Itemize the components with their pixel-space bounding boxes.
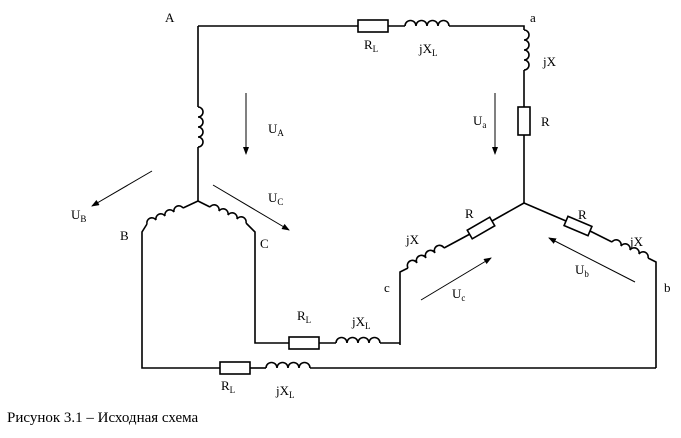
inductor-source-C xyxy=(209,204,247,224)
wire-load-b-2 xyxy=(589,230,613,243)
label-jXL-line-a: jXL xyxy=(418,41,438,58)
wire-load-b-3 xyxy=(647,257,657,368)
inductor-source-B xyxy=(146,205,184,225)
arrow-UB xyxy=(91,170,153,207)
label-UA: UA xyxy=(268,121,284,138)
label-R-phase-b: R xyxy=(578,207,587,222)
node-label-a: a xyxy=(530,10,536,25)
label-Ua: Ua xyxy=(473,113,486,130)
circuit-diagram: A a B C c b RL jXL jX R R jX R jX RL jXL… xyxy=(71,10,671,400)
inductor-jXL-line-b xyxy=(265,361,311,369)
wire-load-c-3 xyxy=(399,267,409,345)
arrow-UC xyxy=(212,184,290,231)
label-RL-line-a: RL xyxy=(364,37,378,54)
label-jXL-line-c: jXL xyxy=(351,314,371,331)
label-UB: UB xyxy=(71,207,86,224)
figure-caption: Рисунок 3.1 – Исходная схема xyxy=(7,410,199,426)
wire-load-c-2 xyxy=(443,233,471,249)
wire-top-right xyxy=(449,25,525,30)
label-RL-line-c: RL xyxy=(297,308,311,325)
resistor-RL-line-a xyxy=(357,19,389,33)
inductor-source-A xyxy=(197,106,204,148)
arrow-Uc xyxy=(420,257,492,301)
label-RL-line-b: RL xyxy=(221,378,235,395)
label-jX-phase-a: jX xyxy=(542,54,557,69)
label-jX-phase-c: jX xyxy=(405,232,420,247)
label-R-phase-a: R xyxy=(541,114,550,129)
inductor-jX-phase-a xyxy=(523,29,530,71)
label-jXL-line-b: jXL xyxy=(275,383,295,400)
label-jX-phase-b: jX xyxy=(629,234,644,249)
inductor-jXL-line-c xyxy=(335,336,381,344)
node-label-b: b xyxy=(664,280,671,295)
wire-source-C-2 xyxy=(245,222,289,344)
wire-source-B-2 xyxy=(141,223,220,369)
resistor-RL-line-c xyxy=(288,336,320,350)
resistor-R-phase-a xyxy=(517,106,531,136)
arrow-Ub xyxy=(548,237,636,283)
inductor-jXL-line-a xyxy=(404,19,450,27)
inductor-jX-phase-b xyxy=(611,239,649,259)
wire-source-B-1 xyxy=(182,200,199,209)
wire-load-c-1 xyxy=(491,202,525,222)
node-label-A: A xyxy=(165,10,175,25)
node-label-B: B xyxy=(120,228,129,243)
label-Ub: Ub xyxy=(575,262,589,279)
resistor-RL-line-b xyxy=(219,361,251,375)
label-R-phase-c: R xyxy=(465,206,474,221)
wire-source-C-1 xyxy=(197,200,211,208)
label-Uc: Uc xyxy=(452,286,465,303)
node-label-C: C xyxy=(260,236,269,251)
wire-load-b-1 xyxy=(523,202,567,222)
inductor-jX-phase-c xyxy=(406,244,445,269)
node-label-c: c xyxy=(384,280,390,295)
label-UC: UC xyxy=(268,190,283,207)
